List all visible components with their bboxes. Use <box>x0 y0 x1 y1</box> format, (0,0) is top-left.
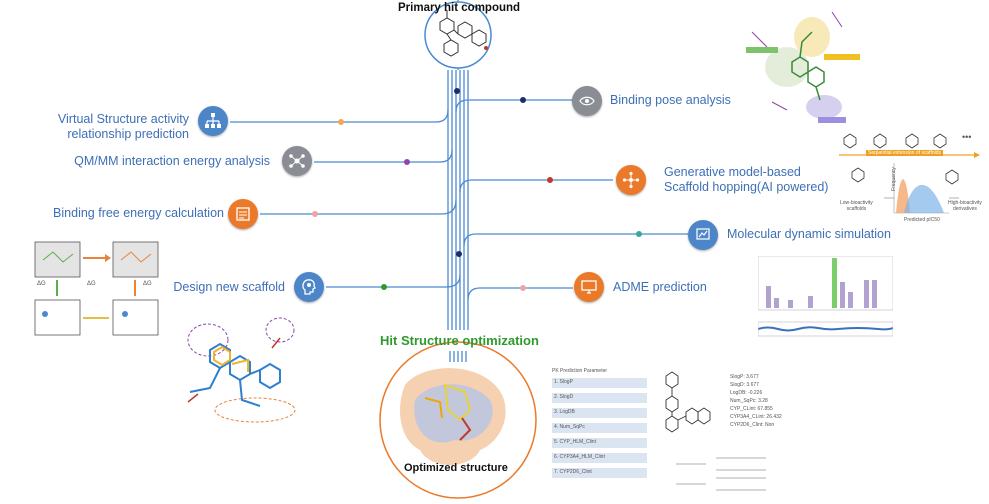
optimized-structure-label: Optimized structure <box>404 462 508 474</box>
brain-head-icon <box>302 279 316 295</box>
adme-val-6: CYP3A4_CLint: 26.432 <box>730 414 782 420</box>
adme-row-6: 6. CYP3A4_HLM_Clint <box>554 454 605 460</box>
adme-label: ADME prediction <box>613 280 707 294</box>
molecular-dynamics-label: Molecular dynamic simulation <box>727 227 891 241</box>
qmmm-label: QM/MM interaction energy analysis <box>74 154 270 168</box>
calculator-icon <box>236 207 250 221</box>
generative-model-node <box>616 165 646 195</box>
adme-molecule-image <box>665 371 711 433</box>
network-icon <box>289 154 305 168</box>
binding-pose-image <box>746 11 860 123</box>
energy-g-ligand: ΔG <box>143 281 152 287</box>
hit-optimization-title: Hit Structure optimization <box>380 333 539 348</box>
adme-val-3: LogDB: -0.226 <box>730 390 763 396</box>
adme-val-4: Num_SqPc: 3.28 <box>730 398 768 404</box>
binding-pose-node <box>572 86 602 116</box>
adme-val-2: SlogD: 3.677 <box>730 382 759 388</box>
binding-free-energy-node <box>228 199 258 229</box>
adme-row-5: 5. CYP_HLM_Clint <box>554 439 596 445</box>
adme-val-1: SlogP: 3.677 <box>730 374 759 380</box>
adme-header: PK Prediction Parameter <box>552 368 608 374</box>
scaffold-high-label: High-bioactivity derivatives <box>948 200 982 212</box>
scaffold-xlabel: Predicted pIC50 <box>904 217 940 223</box>
qmmm-node <box>282 146 312 176</box>
adme-row-7: 7. CYP2D6_Clint <box>554 469 592 475</box>
molecular-dynamics-node <box>688 220 718 250</box>
monitor-icon <box>581 280 597 294</box>
energy-g-complex: ΔG <box>37 281 46 287</box>
adme-row-3: 3. LogDB <box>554 409 575 415</box>
scaffold-hopping-panel: ••• Sequential extension of scaffolds Lo… <box>834 128 984 230</box>
scaffold-dots: ••• <box>962 132 972 142</box>
virtual-sar-node <box>198 106 228 136</box>
design-scaffold-label: Design new scaffold <box>173 280 285 294</box>
binding-free-energy-label: Binding free energy calculation <box>53 206 224 220</box>
md-bar-chart <box>758 256 893 337</box>
generative-model-label: Generative model-based Scaffold hopping(… <box>664 165 829 194</box>
scaffold-ylabel: Frequency <box>890 167 897 191</box>
adme-formula-image <box>676 457 766 491</box>
adme-prediction-panel: PK Prediction Parameter 1. SlogP 2. Slog… <box>548 366 782 498</box>
share-nodes-icon <box>622 171 640 189</box>
sitemap-icon <box>205 113 221 128</box>
energy-g-receptor: ΔG <box>87 281 96 287</box>
adme-row-1: 1. SlogP <box>554 379 573 385</box>
energy-cycle-panel: ΔG ΔG ΔG <box>33 240 183 337</box>
virtual-sar-label: Virtual Structure activity relationship … <box>57 112 189 141</box>
scaffold-top-label: Sequential extension of scaffolds <box>866 150 944 156</box>
adme-val-5: CYP_CLint: 67.855 <box>730 406 773 412</box>
chart-hand-icon <box>696 228 710 240</box>
adme-row-4: 4. Num_SqPc <box>554 424 585 430</box>
primary-hit-circle <box>424 1 492 69</box>
design-scaffold-node <box>294 272 324 302</box>
binding-pose-label: Binding pose analysis <box>610 93 731 107</box>
adme-val-7: CYP2D6_Clint: Non <box>730 422 775 428</box>
primary-hit-title: Primary hit compound <box>398 2 521 14</box>
scaffold-design-image <box>187 317 296 423</box>
adme-node <box>574 272 604 302</box>
adme-row-2: 2. SlogD <box>554 394 574 400</box>
scaffold-low-label: Low-bioactivity scaffolds <box>840 200 873 212</box>
eye-scan-icon <box>579 96 595 106</box>
